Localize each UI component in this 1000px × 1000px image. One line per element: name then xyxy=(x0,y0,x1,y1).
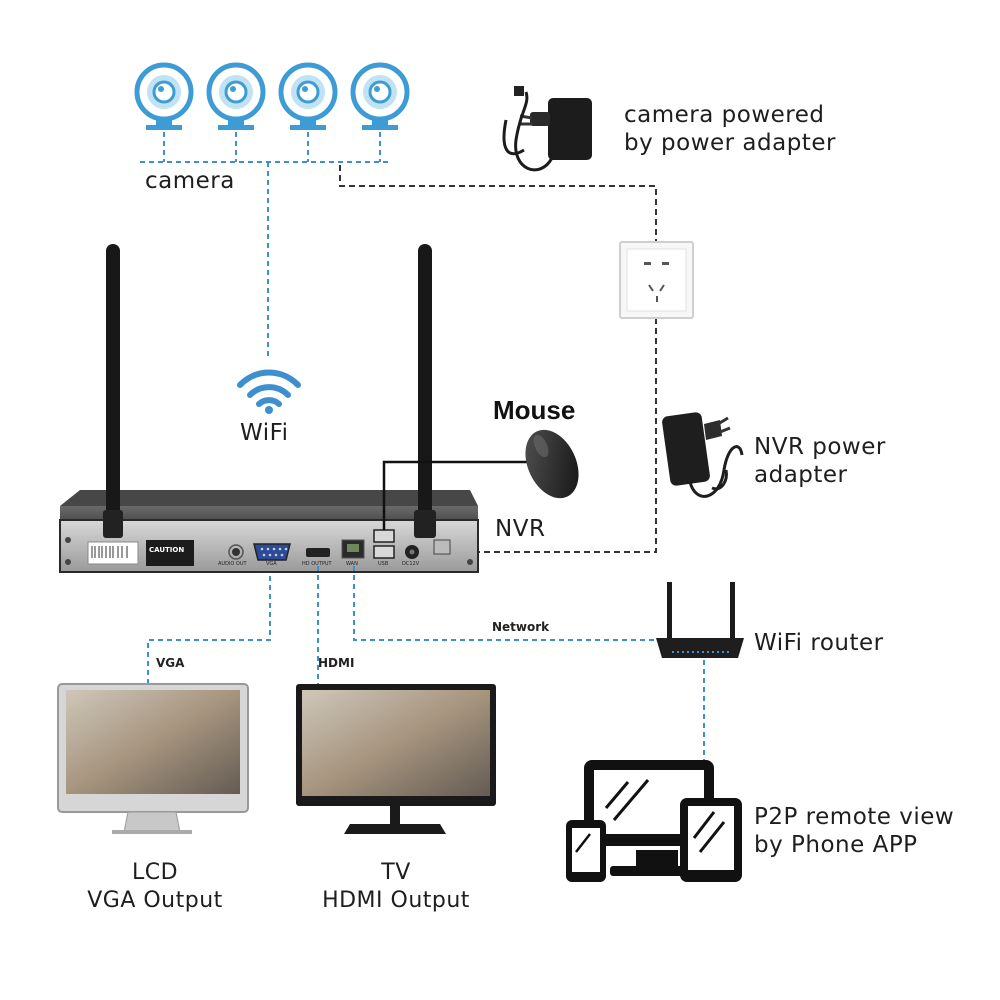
nvr-antenna-left xyxy=(103,244,123,538)
camera-power-line xyxy=(339,165,657,553)
router-icon xyxy=(656,582,744,658)
power-adapter-icon xyxy=(502,86,592,172)
camera-label: camera xyxy=(145,168,235,194)
mouse-icon xyxy=(525,429,579,499)
nvr-power-label-line1: NVR power xyxy=(754,434,886,460)
wifi-label: WiFi xyxy=(240,420,289,446)
camera-power-label-line2: by power adapter xyxy=(624,130,836,156)
camera-group xyxy=(134,62,410,130)
tv-label-line2: HDMI Output xyxy=(322,888,470,913)
nvr-power-adapter-icon xyxy=(662,412,744,498)
nvr-hd-output-text: HD OUTPUT xyxy=(302,561,332,567)
vga-label: VGA xyxy=(156,656,185,670)
nvr-label: NVR xyxy=(495,516,546,542)
p2p-label-line2: by Phone APP xyxy=(754,832,918,858)
lcd-label-line2: VGA Output xyxy=(87,888,223,913)
devices-icon xyxy=(566,760,742,882)
nvr-wan-text: WAN xyxy=(346,561,358,567)
camera-icon xyxy=(134,62,194,130)
nvr-device xyxy=(59,490,479,573)
wifi-router-label: WiFi router xyxy=(754,630,884,656)
nvr-dc12v-text: DC12V xyxy=(402,561,420,567)
hdmi-label: HDMI xyxy=(318,656,355,670)
camera-icon xyxy=(350,62,410,130)
mouse-cable xyxy=(382,460,532,530)
tv-label-line1: TV xyxy=(381,860,411,885)
camera-icon xyxy=(206,62,266,130)
network-label: Network xyxy=(492,620,550,634)
p2p-label-line1: P2P remote view xyxy=(754,804,955,830)
nvr-vga-text: VGA xyxy=(266,561,277,567)
vga-link xyxy=(147,576,271,684)
mouse-label: Mouse xyxy=(493,395,576,425)
nvr-audio-out-text: AUDIO OUT xyxy=(218,561,247,567)
monitor-icon xyxy=(57,683,249,834)
camera-icon xyxy=(278,62,338,130)
lcd-label-line1: LCD xyxy=(131,860,179,885)
nvr-caution-text: CAUTION xyxy=(149,546,185,554)
wifi-icon xyxy=(237,369,301,414)
nvr-antenna-right xyxy=(414,244,436,538)
nvr-power-label-line2: adapter xyxy=(754,462,848,488)
camera-power-label-line1: camera powered xyxy=(624,102,825,128)
camera-wifi-link xyxy=(140,132,392,360)
network-link xyxy=(353,566,705,760)
tv-icon xyxy=(296,684,496,834)
nvr-usb-text: USB xyxy=(378,561,389,567)
wall-socket-icon xyxy=(619,241,694,319)
